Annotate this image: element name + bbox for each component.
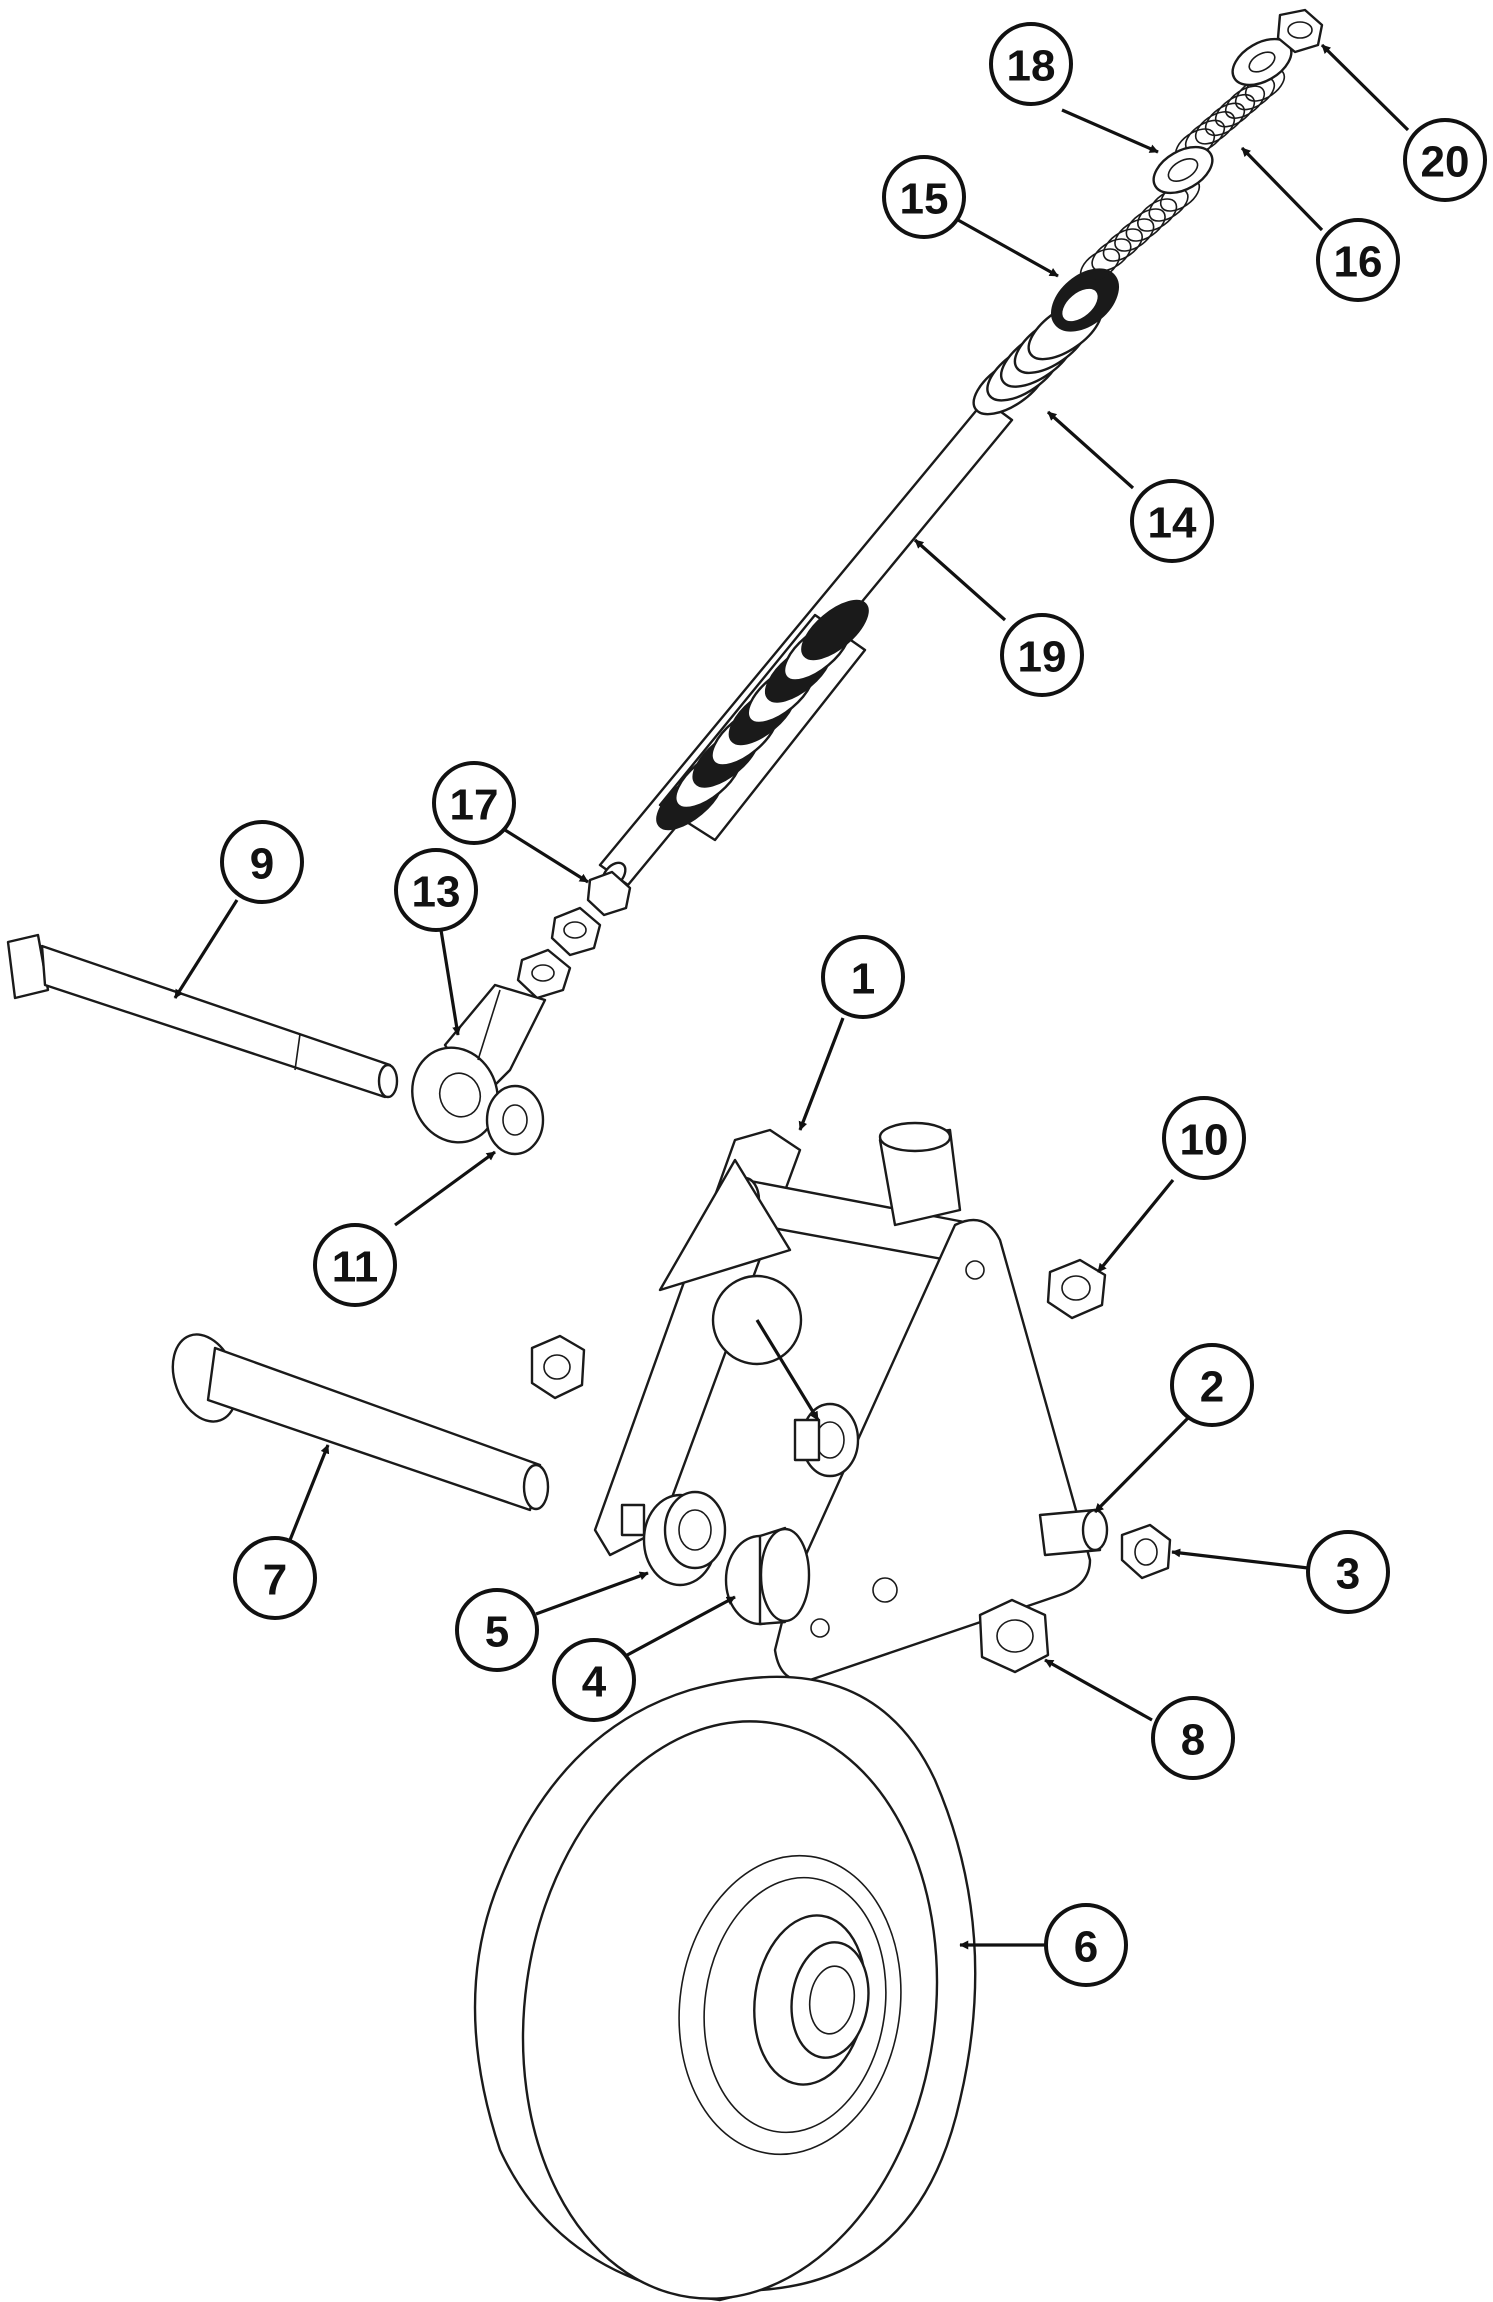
callout-14-label: 14 bbox=[1148, 499, 1197, 548]
part-5-bushing bbox=[642, 1490, 727, 1587]
callout-18: 18 bbox=[989, 22, 1073, 106]
leader-5 bbox=[535, 1571, 649, 1616]
leader-16 bbox=[1240, 146, 1324, 232]
leader-9 bbox=[173, 899, 239, 999]
callout-17-label: 17 bbox=[450, 781, 499, 830]
callout-5-label: 5 bbox=[485, 1608, 509, 1657]
part-6-wheel bbox=[473, 1675, 977, 2302]
leader-4 bbox=[617, 1595, 736, 1662]
callout-11: 11 bbox=[313, 1223, 397, 1307]
part-4-spacer bbox=[724, 1526, 811, 1626]
part-20-nut bbox=[1231, 8, 1324, 87]
part-17-nuts bbox=[516, 870, 632, 1000]
callout-1-label: 1 bbox=[851, 955, 875, 1004]
ring-detail bbox=[1125, 208, 1166, 242]
callout-1: 1 bbox=[821, 935, 905, 1019]
callout-7: 7 bbox=[233, 1536, 317, 1620]
leader-8 bbox=[1044, 1658, 1153, 1722]
leader-20 bbox=[1320, 43, 1410, 132]
callout-16: 16 bbox=[1316, 218, 1400, 302]
callout-19: 19 bbox=[1000, 613, 1084, 697]
callout-17: 17 bbox=[432, 761, 516, 845]
callout-7-label: 7 bbox=[263, 1556, 287, 1605]
callout-4: 4 bbox=[552, 1638, 636, 1722]
leader-10 bbox=[1096, 1178, 1175, 1274]
callout-4-label: 4 bbox=[582, 1658, 607, 1707]
ring-detail bbox=[1224, 85, 1266, 119]
part-1-bracket bbox=[593, 1121, 1092, 1682]
leader-19 bbox=[913, 538, 1007, 622]
leader-2 bbox=[1093, 1414, 1192, 1514]
leader-14 bbox=[1046, 410, 1135, 490]
callout-18-label: 18 bbox=[1007, 42, 1056, 91]
ring-detail bbox=[1137, 198, 1178, 232]
ring-detail bbox=[1079, 248, 1121, 282]
leader-1 bbox=[798, 1017, 845, 1131]
callout-2: 2 bbox=[1170, 1343, 1254, 1427]
part-16-spring bbox=[1079, 68, 1286, 282]
callout-6: 6 bbox=[1044, 1903, 1128, 1987]
callout-2-label: 2 bbox=[1200, 1363, 1224, 1412]
ring-detail bbox=[1204, 102, 1246, 137]
loose-nut bbox=[530, 1334, 586, 1400]
callout-15-label: 15 bbox=[900, 175, 949, 224]
ring-detail bbox=[1214, 93, 1256, 128]
leader-17 bbox=[496, 823, 589, 884]
callout-20: 20 bbox=[1403, 118, 1487, 202]
leader-15 bbox=[957, 218, 1059, 278]
callout-3: 3 bbox=[1306, 1530, 1390, 1614]
callout-13: 13 bbox=[394, 848, 478, 932]
ring-detail bbox=[1091, 238, 1132, 272]
callout-5: 5 bbox=[455, 1588, 539, 1672]
callout-8-label: 8 bbox=[1181, 1716, 1205, 1765]
callout-15: 15 bbox=[882, 155, 966, 239]
leader-3 bbox=[1171, 1548, 1309, 1570]
part-9-bolt bbox=[6, 933, 399, 1099]
part-18-washer bbox=[1152, 145, 1214, 195]
rod-bushing-stack bbox=[656, 599, 869, 842]
ring-detail bbox=[1102, 228, 1143, 262]
callout-11-label: 11 bbox=[332, 1243, 379, 1292]
ring-detail bbox=[801, 599, 869, 661]
callout-9: 9 bbox=[220, 820, 304, 904]
part-11-washer bbox=[485, 1084, 545, 1156]
callout-6-label: 6 bbox=[1074, 1923, 1098, 1972]
part-3-nut bbox=[1120, 1523, 1172, 1580]
part-2-pin bbox=[1038, 1508, 1109, 1557]
callout-9-label: 9 bbox=[250, 840, 274, 889]
callout-10: 10 bbox=[1162, 1096, 1246, 1180]
callout-3-label: 3 bbox=[1336, 1550, 1360, 1599]
callout-16-label: 16 bbox=[1334, 238, 1383, 287]
ring-detail bbox=[1148, 188, 1189, 222]
callout-8: 8 bbox=[1151, 1696, 1235, 1780]
part-8-nut bbox=[978, 1598, 1050, 1674]
part-15-washer bbox=[1051, 268, 1119, 332]
part-7-bolt bbox=[171, 1333, 550, 1512]
leader-lines bbox=[173, 43, 1410, 1950]
leader-11 bbox=[394, 1150, 496, 1227]
leader-7 bbox=[288, 1444, 330, 1541]
part-10-nut bbox=[1046, 1258, 1107, 1320]
ring-detail bbox=[1194, 111, 1236, 145]
callout-20-label: 20 bbox=[1421, 138, 1470, 187]
leader-13 bbox=[439, 929, 462, 1036]
callout-19-label: 19 bbox=[1018, 633, 1067, 682]
leader-pivot bbox=[755, 1319, 820, 1421]
callout-13-label: 13 bbox=[412, 868, 461, 917]
callout-10-label: 10 bbox=[1180, 1116, 1229, 1165]
callout-14: 14 bbox=[1130, 479, 1214, 563]
part-13-rod-end bbox=[411, 983, 547, 1144]
ring-detail bbox=[1114, 218, 1155, 252]
leader-18 bbox=[1061, 108, 1159, 154]
